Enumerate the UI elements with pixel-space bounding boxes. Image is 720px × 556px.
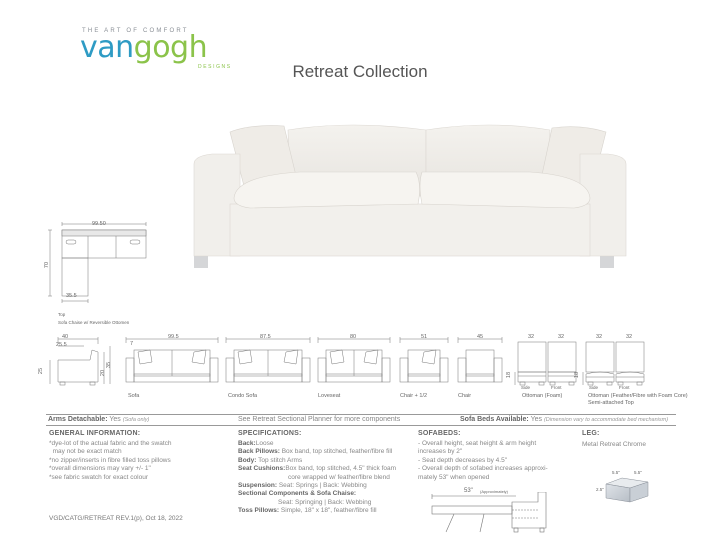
arms-label: Arms Detachable: xyxy=(48,416,108,423)
leg-value: Metal Retreat Chrome xyxy=(582,441,646,448)
chair-half-width-dim: 51 xyxy=(421,334,428,340)
side-height-dim-b: 35 xyxy=(106,361,113,369)
sofabeds-note: (Dimension vary to accommodate bed mecha… xyxy=(543,417,669,423)
side-seat-depth-dim: 25.5 xyxy=(56,342,67,348)
general-info-heading: GENERAL INFORMATION: xyxy=(49,430,141,437)
ottoman-foam-side-width: 32 xyxy=(528,334,535,340)
leg-height-dim: 2.5" xyxy=(596,487,604,492)
sofa-width-dim: 99.5 xyxy=(168,334,179,340)
ottoman-feather-side-label: Side xyxy=(589,385,599,390)
chaise-dim: 35.5 xyxy=(66,293,77,299)
ottoman-feather-front-width: 32 xyxy=(626,334,633,340)
chrome-leg-drawing xyxy=(605,477,649,503)
leg-heading: LEG: xyxy=(582,430,600,437)
info-bar: Arms Detachable: Yes (Sofa only) See Ret… xyxy=(46,414,676,426)
general-line: *overall dimensions may vary +/- 1" xyxy=(49,465,151,473)
side-arm-height-dim: 25 xyxy=(38,367,45,375)
ottoman-foam-front-label: Front xyxy=(551,385,562,390)
arms-detachable: Arms Detachable: Yes (Sofa only) xyxy=(48,415,149,425)
caption-chair: Chair xyxy=(458,393,472,399)
catalog-code: VGD/CATG/RETREAT REV.1(p), Oct 18, 2022 xyxy=(49,515,183,522)
arms-note: (Sofa only) xyxy=(122,417,150,423)
caption-loveseat: Loveseat xyxy=(318,393,341,399)
spec-row: Sectional Components & Sofa Chaise: xyxy=(238,490,357,498)
ottoman-foam-front-width: 32 xyxy=(558,334,565,340)
general-line: may not be exact match xyxy=(49,448,122,456)
ottoman-foam-drawing xyxy=(514,341,577,386)
sofabed-dim: 53" xyxy=(464,488,473,494)
specifications-heading: SPECIFICATIONS: xyxy=(238,430,302,437)
spec-row: Toss Pillows: Simple, 18" x 18", feather… xyxy=(238,507,377,515)
caption-chair-half: Chair + 1/2 xyxy=(400,393,428,399)
spec-row: core wrapped w/ feather/fibre blend xyxy=(288,473,390,481)
ottoman-feather-height: 18 xyxy=(574,371,581,379)
caption-ottoman-feather: Ottoman (Feather/Fibre with Foam Core) xyxy=(588,393,688,399)
brand-wordmark: vangogh xyxy=(80,30,208,65)
caption-ottoman-foam: Ottoman (Foam) xyxy=(522,393,563,399)
sofabed-dim-note: (Approximately) xyxy=(480,489,509,494)
loveseat-front-drawing xyxy=(317,337,391,383)
spec-row: Seat Cushions:Box band, top stitched, 4.… xyxy=(238,465,397,473)
general-line: *dye-lot of the actual fabric and the sw… xyxy=(49,440,172,447)
specifications-list: Back:Loose Back Pillows: Box band, top s… xyxy=(238,440,396,516)
sofabed-line: - Seat depth decreases by 4.5" xyxy=(418,456,508,464)
top-width-dim: 99.50 xyxy=(92,221,106,227)
general-line: *no zipper/inserts in fibre filled toss … xyxy=(49,456,171,464)
brand-name-gogh: gogh xyxy=(133,30,208,65)
brand-logo: THE ART OF COMFORT vangogh DESIGNS xyxy=(80,28,240,78)
page-title: Retreat Collection xyxy=(292,62,428,81)
sofa-product-image xyxy=(193,124,627,268)
sofabeds-value: Yes xyxy=(530,416,542,423)
sofabeds-heading: SOFABEDS: xyxy=(418,430,461,437)
caption-sofa: Sofa xyxy=(128,393,140,399)
chair-half-front-drawing xyxy=(399,337,449,383)
side-depth-dim: 40 xyxy=(62,334,69,340)
general-info-list: *dye-lot of the actual fabric and the sw… xyxy=(49,440,172,482)
chair-width-dim: 45 xyxy=(477,334,484,340)
ottoman-feather-front-label: Front xyxy=(619,385,630,390)
caption-ottoman-feather-line2: Semi-attached Top xyxy=(588,400,634,406)
loveseat-width-dim: 80 xyxy=(350,334,357,340)
sofabed-line: - Overall depth of sofabed increases app… xyxy=(418,465,548,473)
sofa-beds-available: Sofa Beds Available: Yes (Dimension vary… xyxy=(460,415,668,425)
caption-condo-sofa: Condo Sofa xyxy=(228,393,258,399)
sofabed-line: - Overall height, seat height & arm heig… xyxy=(418,440,537,447)
brand-name-van: van xyxy=(80,30,134,65)
ottoman-feather-side-width: 32 xyxy=(596,334,603,340)
spec-row: Back Pillows: Box band, top stitched, fe… xyxy=(238,448,393,456)
leg-width-dim-2: 5.5" xyxy=(634,470,642,475)
condo-sofa-width-dim: 87.5 xyxy=(260,334,271,340)
chair-front-drawing xyxy=(457,337,503,383)
condo-sofa-front-drawing xyxy=(225,337,311,383)
sectional-planner-note: See Retreat Sectional Planner for more c… xyxy=(238,416,401,423)
sofabeds-label: Sofa Beds Available: xyxy=(460,416,529,423)
spec-row: Suspension: Seat: Springs | Back: Webbin… xyxy=(238,482,367,490)
top-depth-dim: 70 xyxy=(44,261,51,269)
top-view-drawing xyxy=(48,222,147,303)
spec-row: Back:Loose xyxy=(238,440,274,447)
sofabeds-list: - Overall height, seat height & arm heig… xyxy=(418,440,548,482)
arms-value: Yes xyxy=(109,416,121,423)
spec-row: Body: Top stitch Arms xyxy=(238,456,303,464)
sofa-arm-dim: 7 xyxy=(130,341,134,347)
side-height-dim-a: 20 xyxy=(100,369,107,377)
ottoman-foam-height: 18 xyxy=(506,371,513,379)
ottoman-feather-drawing xyxy=(582,341,645,386)
brand-tagline: THE ART OF COMFORT xyxy=(82,28,189,34)
ottoman-foam-side-label: Side xyxy=(521,385,531,390)
sofa-front-drawing xyxy=(125,337,219,383)
sofabed-line: increases by 2" xyxy=(418,448,463,456)
sofabed-diagram xyxy=(431,492,547,533)
general-line: *see fabric swatch for exact colour xyxy=(49,473,148,481)
spec-row: Seat: Springing | Back: Webbing xyxy=(278,498,372,506)
brand-sub: DESIGNS xyxy=(198,64,232,70)
sofabed-line: mately 53" when opened xyxy=(418,473,490,481)
top-view-caption: Sofa Chaise w/ Reversible Ottomen xyxy=(58,320,130,325)
leg-width-dim-1: 5.5" xyxy=(612,470,620,475)
top-view-label: Top xyxy=(58,312,66,317)
side-view-drawing xyxy=(49,337,111,386)
